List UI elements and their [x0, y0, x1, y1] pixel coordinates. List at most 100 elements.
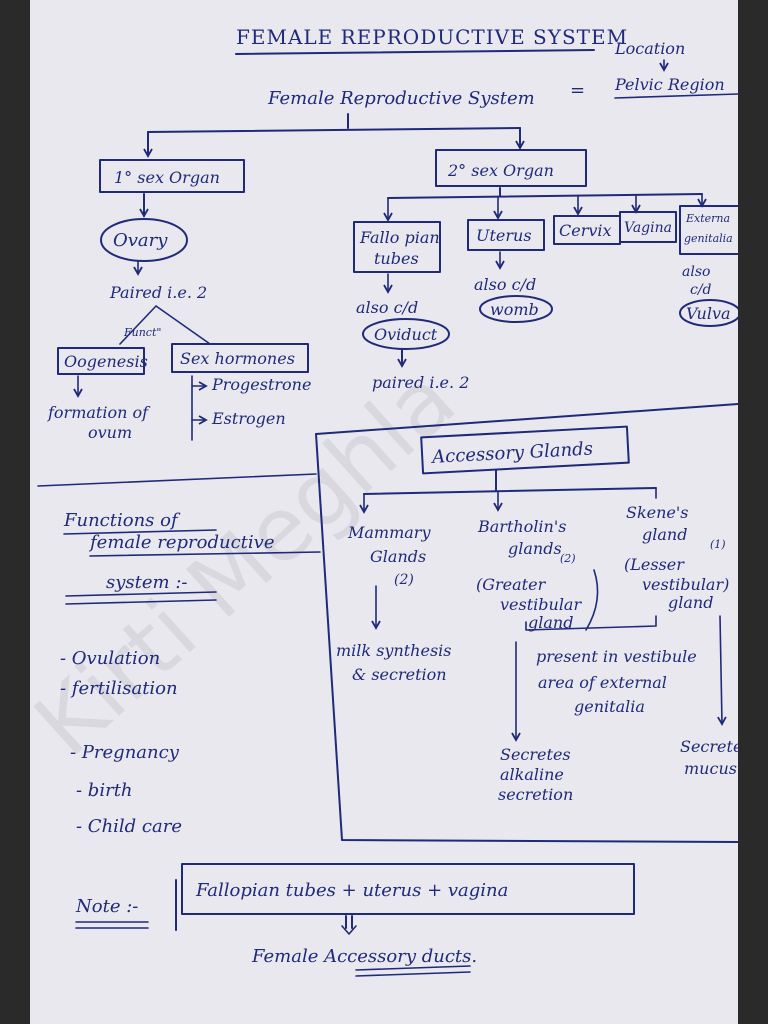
skene-desc-1: Secretes	[680, 737, 738, 756]
secondary-organ-box	[435, 149, 587, 187]
hormone-progesterone: Progestrone	[211, 375, 311, 394]
oogenesis-desc-line-1: formation of	[47, 403, 151, 422]
hormones-label: Sex hormones	[180, 349, 295, 368]
external-also-2: c/d	[690, 282, 712, 298]
functions-heading-2: female reproductive	[88, 532, 274, 553]
fallopian-label-2: tubes	[374, 249, 419, 268]
accessory-glands-label: Accessory Glands	[430, 438, 594, 467]
bartholin-desc-2: alkaline	[500, 765, 564, 784]
hormones-box	[171, 343, 309, 373]
functions-divider	[37, 473, 317, 487]
accessory-panel-border	[315, 433, 738, 843]
equals-sign: =	[570, 80, 585, 101]
skene-count: (1)	[710, 538, 726, 551]
bartholin-desc-3: secretion	[498, 785, 573, 804]
functions-heading-underline-2	[89, 551, 321, 557]
uterus-alias: womb	[490, 300, 539, 319]
accessory-panel-top	[315, 403, 738, 435]
page-title: FEMALE REPRODUCTIVE SYSTEM	[236, 25, 628, 49]
womb-ellipse	[479, 295, 553, 323]
ovary-ellipse	[100, 218, 188, 262]
external-genitalia-label-1: Externa	[685, 212, 730, 225]
uterus-label: Uterus	[476, 226, 532, 245]
cervix-label: Cervix	[559, 221, 612, 240]
oviduct-ellipse	[362, 318, 450, 350]
bartholin-label-1: Bartholin's	[477, 517, 566, 536]
external-genitalia-label-2: genitalia	[684, 232, 733, 245]
primary-organ-label: 1° sex Organ	[114, 168, 220, 187]
uterus-box	[467, 219, 545, 251]
note-arrow-head	[341, 925, 357, 935]
vestibule-location-2: area of external	[538, 673, 667, 692]
fallopian-alias: Oviduct	[374, 325, 438, 344]
location-value: Pelvic Region	[614, 75, 725, 94]
secondary-organ-label: 2° sex Organ	[447, 161, 554, 180]
vagina-box	[619, 211, 677, 243]
functions-heading-1: Functions of	[63, 510, 181, 531]
external-genitalia-box	[679, 205, 738, 255]
function-label: Funct"	[123, 326, 161, 339]
bartholin-count: (2)	[560, 552, 576, 565]
vagina-label: Vagina	[624, 220, 672, 236]
mammary-label-1: Mammary	[347, 523, 431, 542]
bartholin-alt-1: (Greater	[476, 575, 547, 594]
uterus-also: also c/d	[474, 275, 536, 294]
arrow-skene-desc	[717, 615, 727, 726]
location-label: Location	[614, 39, 685, 58]
mammary-desc-2: & secretion	[352, 665, 447, 684]
fallopian-also: also c/d	[356, 298, 418, 317]
fallopian-box	[353, 221, 441, 273]
note-underline	[75, 921, 149, 929]
function-item-child-care: - Child care	[76, 816, 182, 837]
note-label: Note :-	[75, 896, 138, 917]
primary-organ-box	[99, 159, 245, 193]
skene-alt-1: (Lesser	[624, 555, 685, 574]
ovary-label: Ovary	[113, 230, 168, 251]
skene-label-2: gland	[642, 525, 687, 544]
function-item-birth: - birth	[76, 780, 133, 801]
location-bracket	[525, 615, 657, 631]
note-result: Female Accessory ducts.	[251, 946, 477, 967]
hormone-estrogen: Estrogen	[211, 409, 286, 428]
mammary-label-2: Glands	[370, 547, 426, 566]
root-node: Female Reproductive System	[267, 88, 535, 109]
accessory-glands-box	[420, 425, 630, 475]
vestibule-location-3: genitalia	[574, 697, 645, 716]
oogenesis-box	[57, 347, 145, 375]
note-formula: Fallopian tubes + uterus + vagina	[195, 880, 508, 901]
function-item-fertilisation: - fertilisation	[60, 678, 178, 699]
skene-alt-3: gland	[668, 593, 713, 612]
oogenesis-desc-line-2: ovum	[88, 423, 132, 442]
functions-heading-3: system :-	[106, 572, 187, 593]
function-fork	[119, 305, 211, 345]
ovary-paired: Paired i.e. 2	[109, 283, 207, 302]
external-alias: Vulva	[686, 304, 731, 323]
functions-heading-underline-3	[65, 591, 217, 605]
vestibule-location-1: present in vestibule	[536, 647, 697, 666]
root-branch-line	[147, 127, 521, 133]
skene-desc-2: mucus	[684, 759, 737, 778]
function-item-ovulation: - Ovulation	[60, 648, 160, 669]
skene-label-1: Skene's	[626, 503, 689, 522]
external-also-1: also	[682, 264, 710, 280]
bartholin-alt-3: gland	[528, 613, 573, 632]
location-underline	[614, 93, 738, 99]
bartholin-bracket	[585, 569, 599, 631]
bartholin-alt-2: vestibular	[500, 595, 582, 614]
accessory-branch-line	[363, 487, 657, 495]
notebook-page: Kirti Meghla FEMALE REPRODUCTIVE SYSTEM …	[30, 0, 738, 1024]
fallopian-paired: paired i.e. 2	[372, 373, 469, 392]
note-equals-arrow	[345, 915, 353, 929]
mammary-count: (2)	[394, 572, 414, 588]
diagram-canvas: Kirti Meghla FEMALE REPRODUCTIVE SYSTEM …	[30, 25, 738, 977]
skene-alt-2: vestibular)	[642, 575, 729, 594]
title-underline	[235, 49, 595, 55]
functions-heading-underline-1	[63, 529, 217, 535]
mammary-desc-1: milk synthesis	[336, 641, 451, 660]
fallopian-label-1: Fallo pian	[359, 228, 440, 247]
secondary-branch-line	[387, 193, 703, 199]
bartholin-desc-1: Secretes	[500, 745, 571, 764]
oogenesis-label: Oogenesis	[64, 352, 148, 371]
bartholin-label-2: glands	[508, 539, 562, 558]
vulva-ellipse	[679, 299, 738, 327]
